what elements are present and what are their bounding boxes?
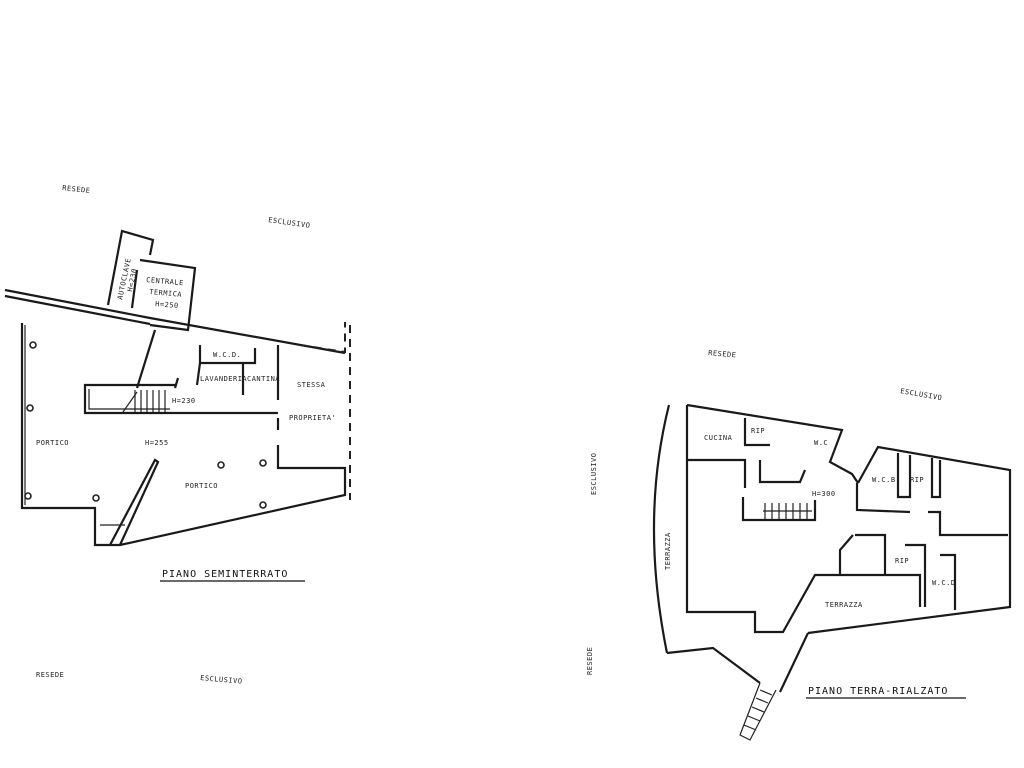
label-rip: RIP xyxy=(895,557,909,565)
boundary-wall xyxy=(4,294,151,326)
plan-title: PIANO TERRA-RIALZATO xyxy=(808,686,948,697)
interior-stair xyxy=(741,497,817,522)
label-centrale-h: H=250 xyxy=(155,300,179,310)
label-wcd: W.C.D xyxy=(932,579,956,587)
label-cantina: CANTINA xyxy=(247,375,280,383)
label-resede: RESEDE xyxy=(586,647,594,675)
label-wcd: W.C.D. xyxy=(213,351,241,359)
label-portico: PORTICO xyxy=(185,482,218,490)
label-h300: H=300 xyxy=(812,490,836,498)
label-resede: RESEDE xyxy=(62,184,91,195)
columns xyxy=(24,341,267,509)
autoclave-walls xyxy=(106,229,155,306)
plan-title: PIANO SEMINTERRATO xyxy=(162,569,288,580)
label-esclusivo: ESCLUSIVO xyxy=(200,674,243,686)
centrale-walls xyxy=(139,258,197,332)
plan-seminterrato: RESEDE ESCLUSIVO AUTOCLAVE H=230 CENTRAL… xyxy=(4,184,351,686)
label-portico: PORTICO xyxy=(36,439,69,447)
terrazza-curve xyxy=(652,404,671,654)
label-wc: W.C xyxy=(814,439,828,447)
label-resede: RESEDE xyxy=(36,671,64,679)
stair-box xyxy=(83,383,278,415)
exterior-stair xyxy=(739,682,777,741)
boundary-wall xyxy=(4,288,346,355)
label-esclusivo: ESCLUSIVO xyxy=(268,216,311,230)
label-h230: H=230 xyxy=(172,397,196,405)
label-resede: RESEDE xyxy=(708,349,737,359)
label-h255: H=255 xyxy=(145,439,169,447)
label-wcb: W.C.B xyxy=(872,476,896,484)
ramp xyxy=(109,458,160,546)
label-terrazza: TERRAZZA xyxy=(825,601,863,609)
label-stessa: STESSA xyxy=(297,381,326,389)
label-lavanderia: LAVANDERIA xyxy=(200,375,247,383)
label-esclusivo: ESCLUSIVO xyxy=(900,387,943,402)
portico-outline xyxy=(20,323,347,547)
label-terrazza: TERRAZZA xyxy=(664,532,672,570)
label-cucina: CUCINA xyxy=(704,434,733,442)
outer-wall xyxy=(686,403,859,484)
label-esclusivo: ESCLUSIVO xyxy=(590,453,598,495)
label-rip: RIP xyxy=(751,427,765,435)
label-termica: TERMICA xyxy=(149,288,183,299)
label-rip: RIP xyxy=(910,476,924,484)
stair-treads xyxy=(122,390,166,413)
label-centrale: CENTRALE xyxy=(146,276,184,287)
boundary-dashed xyxy=(299,322,346,354)
plan-terra-rialzato: RESEDE ESCLUSIVO ESCLUSIVO RESEDE CUCINA… xyxy=(586,349,1012,741)
label-proprieta: PROPRIETA' xyxy=(289,414,336,422)
